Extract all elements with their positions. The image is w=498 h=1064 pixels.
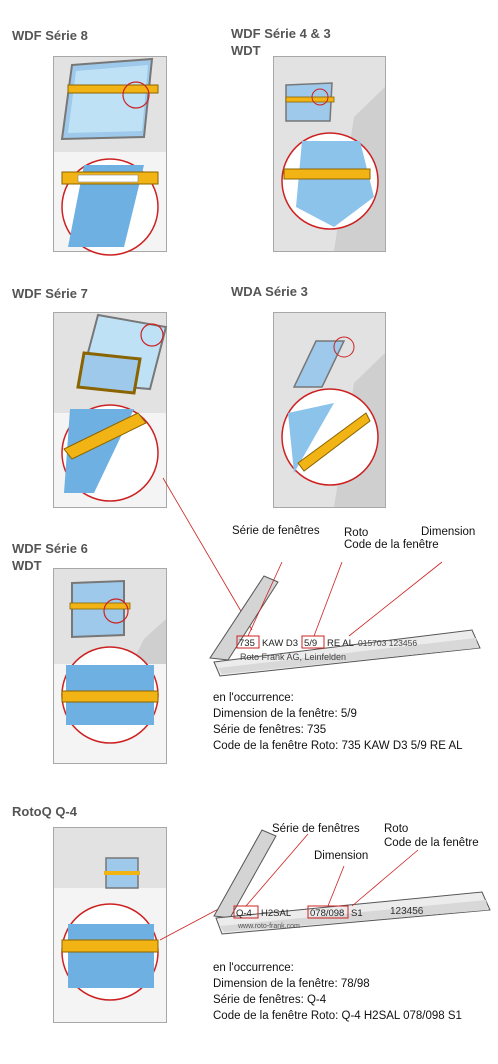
info-line: Dimension de la fenêtre: 5/9 [213, 708, 357, 720]
strip-dimension: 078/098 [310, 908, 344, 919]
strip-dimension: 5/9 [304, 638, 317, 649]
section-title-line1: WDA Série 3 [231, 284, 308, 299]
info-line: en l'occurrence: [213, 692, 294, 704]
section-title-wda-serie-3: WDA Série 3 [231, 283, 308, 300]
strip-code-rest: RE AL [327, 638, 354, 649]
strip-serie: 735 [239, 638, 255, 649]
strip-serie: Q-4 [236, 908, 252, 919]
section-title-line1: RotoQ Q-4 [12, 804, 77, 819]
info-line: Série de fenêtres: 735 [213, 724, 327, 736]
window-drawing [54, 857, 166, 1022]
window-drawing [54, 313, 168, 507]
strip-manufacturer: www.roto-frank.com [237, 923, 300, 930]
label-code-fenetre: Code de la fenêtre [344, 539, 439, 551]
info-line: Code de la fenêtre Roto: 735 KAW D3 5/9 … [213, 740, 463, 752]
info-line: en l'occurrence: [213, 962, 294, 974]
illustration-rotoq-q4 [53, 827, 167, 1023]
section-title-line1: WDF Série 7 [12, 286, 88, 301]
info-line: Série de fenêtres: Q-4 [213, 994, 327, 1006]
illustration-wdf-serie-7 [53, 312, 168, 508]
strip-code-rest: S1 [351, 908, 363, 919]
section-title-wdf-serie-4-3: WDF Série 4 & 3 WDT [231, 25, 331, 59]
label-strip-diagram-1: 735 KAW D3 5/9 RE AL 015703 123456 Roto … [209, 561, 481, 677]
window-drawing [281, 336, 385, 507]
label-roto: Roto [344, 527, 369, 539]
label-dimension: Dimension [421, 526, 476, 538]
strip-number: 015703 123456 [358, 638, 417, 648]
section-title-line1: WDF Série 4 & 3 [231, 26, 331, 41]
window-drawing [54, 579, 166, 763]
section-title-wdf-serie-8: WDF Série 8 [12, 27, 88, 44]
strip-manufacturer: Roto Frank AG, Leinfelden [240, 652, 346, 662]
strip-number: 123456 [390, 906, 424, 917]
section-title-wdf-serie-6: WDF Série 6 WDT [12, 540, 88, 574]
label-serie-de-fenetres: Série de fenêtres [232, 525, 320, 537]
illustration-wda-serie-3 [273, 312, 386, 508]
section-title-line1: WDF Série 8 [12, 28, 88, 43]
section-title-wdf-serie-7: WDF Série 7 [12, 285, 88, 302]
strip-code-mid: KAW D3 [262, 638, 298, 649]
label-code-fenetre: Code de la fenêtre [384, 837, 479, 849]
label-strip-diagram-2: Q-4 H2SAL 078/098 S1 123456 www.roto-fra… [213, 829, 491, 935]
label-roto: Roto [384, 823, 409, 835]
section-title-line2: WDT [231, 43, 261, 58]
illustration-wdf-serie-6 [53, 568, 167, 764]
example-info-1: en l'occurrence: Dimension de la fenêtre… [213, 690, 463, 754]
section-title-line1: WDF Série 6 [12, 541, 88, 556]
window-drawing [281, 82, 385, 251]
label-serie-de-fenetres: Série de fenêtres [272, 823, 360, 835]
section-title-line2: WDT [12, 558, 42, 573]
illustration-wdf-serie-4-3 [273, 56, 386, 252]
section-title-rotoq-q4: RotoQ Q-4 [12, 803, 77, 820]
label-dimension: Dimension [314, 850, 369, 862]
strip-code-mid: H2SAL [261, 908, 291, 919]
info-line: Dimension de la fenêtre: 78/98 [213, 978, 370, 990]
window-drawing [54, 57, 166, 256]
info-line: Code de la fenêtre Roto: Q-4 H2SAL 078/0… [213, 1010, 462, 1022]
example-info-2: en l'occurrence: Dimension de la fenêtre… [213, 960, 462, 1024]
illustration-wdf-serie-8 [53, 56, 167, 256]
